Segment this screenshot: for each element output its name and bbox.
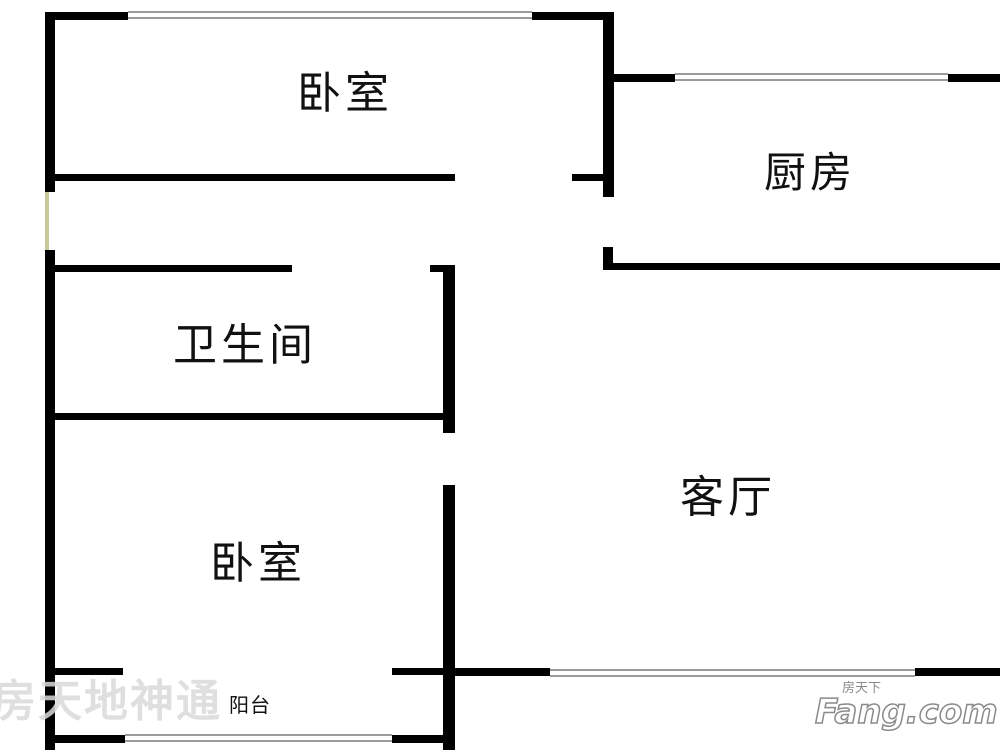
wall-kitchen-top-right <box>948 74 1000 82</box>
wall-balcony-right-stub <box>392 668 455 675</box>
wall-left-upper <box>45 12 55 192</box>
watermark-left-text: 房天地神通 <box>0 676 222 727</box>
wall-bathroom-right <box>443 265 455 433</box>
wall-kitchen-top-left <box>603 74 675 82</box>
wall-kitchen-stub <box>603 247 613 267</box>
wall-balcony-bottom-right <box>392 735 455 743</box>
room-label-bedroom-bottom: 卧室 <box>210 538 306 589</box>
room-label-bedroom-top: 卧室 <box>297 68 393 119</box>
windows <box>125 11 948 742</box>
logo-main-text: Fang.com <box>815 692 998 732</box>
wall-bedroom-right <box>603 12 614 197</box>
wall-kitchen-bottom <box>603 263 1000 270</box>
window-kitchen <box>675 73 948 81</box>
wall-living-bottom-left <box>455 668 550 676</box>
wall-top-right-cap <box>532 12 614 20</box>
wall-bedroom-bottom <box>55 174 455 181</box>
wall-bedroom-bottom-stub <box>572 174 614 181</box>
wall-left-lower <box>45 250 55 750</box>
wall-balcony-bottom-left <box>45 735 125 743</box>
wall-living-bottom-right <box>915 668 1000 676</box>
window-balcony <box>125 734 392 742</box>
wall-bathroom-bottom <box>55 413 455 420</box>
window-living-room <box>550 669 915 677</box>
wall-balcony-left-stub <box>55 668 123 675</box>
walls <box>45 12 1000 750</box>
window-top-bedroom <box>128 11 532 19</box>
room-label-living-room: 客厅 <box>680 472 776 523</box>
logo-small-text: 房天下 <box>842 680 881 696</box>
wall-bathroom-top <box>55 265 292 272</box>
wall-top-left-cap <box>45 12 128 20</box>
fang-logo: 房天下 Fang.com <box>814 680 998 733</box>
door-gap-left <box>45 192 49 250</box>
room-label-bathroom: 卫生间 <box>173 320 317 371</box>
room-label-balcony: 阳台 <box>229 693 271 717</box>
room-label-kitchen: 厨房 <box>764 148 856 197</box>
wall-bottom-bedroom-right <box>443 485 455 750</box>
wall-bathroom-door-stub <box>430 265 455 272</box>
